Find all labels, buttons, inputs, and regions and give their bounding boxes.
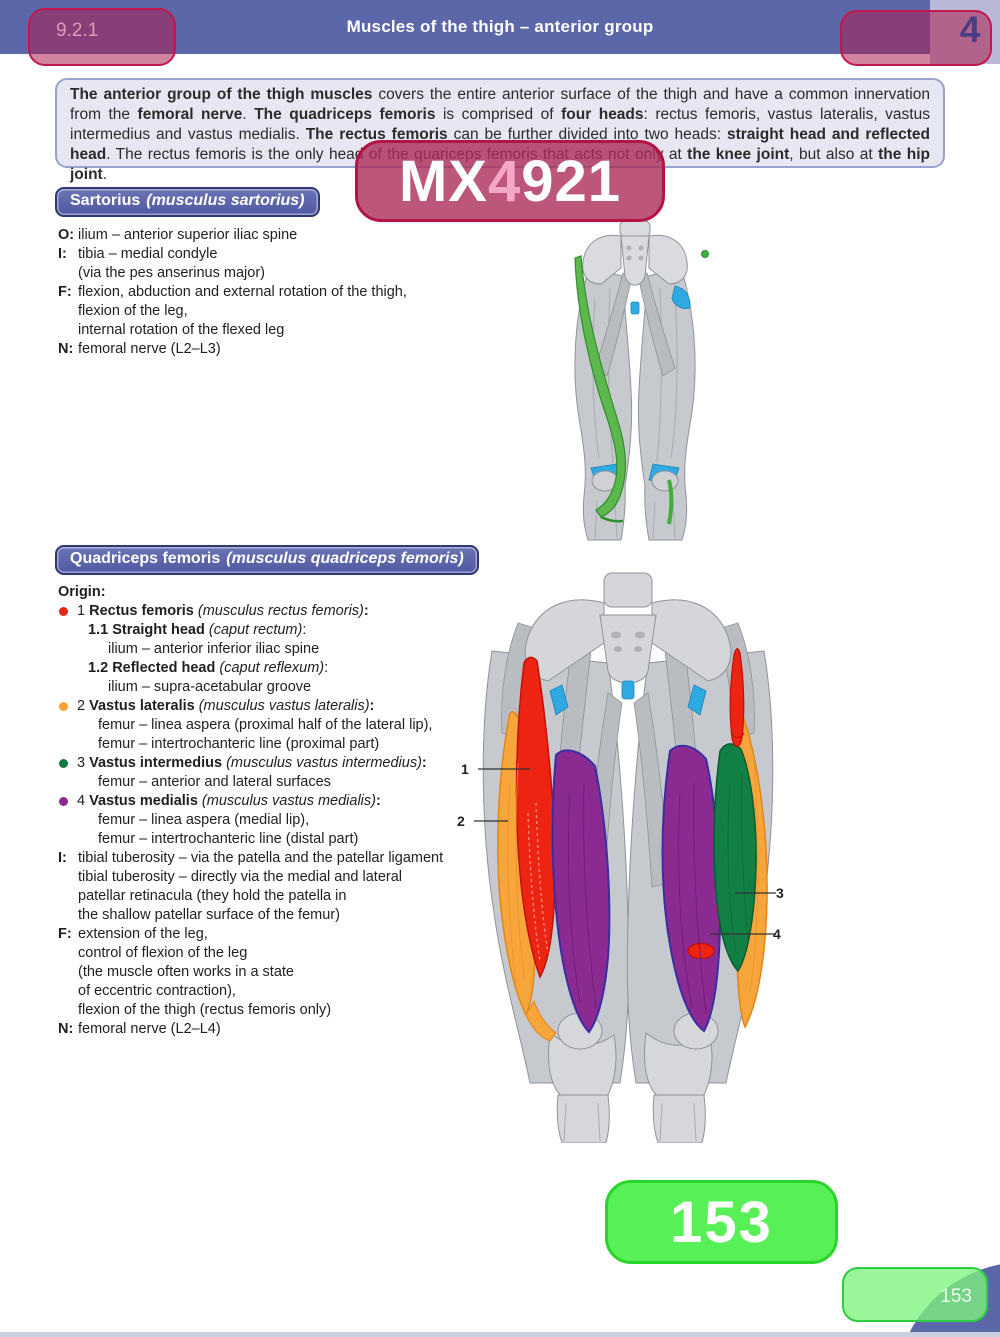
info-row: F:flexion, abduction and external rotati… — [58, 284, 407, 338]
sartorius-heading-name: Sartorius — [70, 192, 141, 209]
figure-sartorius — [574, 220, 709, 541]
quadriceps-rows: I:tibial tuberosity – via the patella an… — [58, 849, 528, 1039]
page-title: Muscles of the thigh – anterior group — [346, 17, 654, 36]
origin-line: femur – intertrochanteric line (proximal… — [98, 736, 380, 752]
quadriceps-heading-name: Quadriceps femoris — [70, 550, 221, 567]
origin-line: femur – linea aspera (medial lip), — [98, 812, 310, 828]
figure-label-1: 1 — [461, 761, 469, 777]
figure-label-3: 3 — [776, 885, 784, 901]
watermark-text-suffix: 921 — [521, 148, 622, 214]
info-row: I:tibia – medial condyle(via the pes ans… — [58, 246, 265, 281]
page-number: 153 — [670, 1189, 773, 1255]
origin-line: 1.2 Reflected head (caput reflexum): — [88, 660, 329, 676]
quadriceps-info: Origin: 1 Rectus femoris (musculus rectu… — [58, 583, 528, 1039]
corner-page-badge: 153 — [842, 1267, 988, 1322]
origin-line: 2 Vastus lateralis (musculus vastus late… — [58, 697, 528, 716]
info-row: N:femoral nerve (L2–L3) — [58, 341, 221, 357]
origin-line: 1 Rectus femoris (musculus rectus femori… — [58, 602, 528, 621]
origin-bullet — [59, 607, 68, 616]
header-right-badge — [840, 10, 992, 66]
origin-line: 1.1 Straight head (caput rectum): — [88, 622, 307, 638]
origin-line: ilium – anterior inferior iliac spine — [108, 641, 320, 657]
origin-line: 4 Vastus medialis (musculus vastus media… — [58, 792, 528, 811]
info-row: O:ilium – anterior superior iliac spine — [58, 227, 298, 243]
watermark-text-prefix: MX — [398, 148, 488, 214]
watermark-text-accent: 4 — [487, 148, 522, 214]
sartorius-heading-latin: (musculus sartorius) — [146, 192, 305, 209]
origin-line: femur – linea aspera (proximal half of t… — [98, 717, 433, 733]
info-row: I:tibial tuberosity – via the patella an… — [58, 850, 444, 923]
sartorius-heading: Sartorius (musculus sartorius) — [55, 187, 320, 217]
info-row: F:extension of the leg,control of flexio… — [58, 926, 332, 1018]
quadriceps-heading-latin: (musculus quadriceps femoris) — [226, 550, 464, 567]
info-row: N:femoral nerve (L2–L4) — [58, 1021, 221, 1037]
chapter-number: 4 — [959, 9, 981, 50]
origin-line: ilium – supra-acetabular groove — [108, 679, 312, 695]
origin-list: 1 Rectus femoris (musculus rectus femori… — [58, 602, 528, 849]
figure-label-2: 2 — [457, 813, 465, 829]
corner-page-number: 153 — [940, 1286, 972, 1307]
section-number: 9.2.1 — [56, 20, 99, 41]
origin-line: femur – intertrochanteric line (distal p… — [98, 831, 359, 847]
quadriceps-heading: Quadriceps femoris (musculus quadriceps … — [55, 545, 479, 575]
origin-bullet — [59, 759, 68, 768]
figure-label-4: 4 — [773, 926, 781, 942]
origin-line: femur – anterior and lateral surfaces — [98, 774, 331, 790]
section-number-badge — [28, 8, 176, 66]
figure-quadriceps — [474, 572, 776, 1143]
origin-line: 3 Vastus intermedius (musculus vastus in… — [58, 754, 528, 773]
bottom-edge — [0, 1332, 1000, 1337]
page-number-badge: 153 — [605, 1180, 838, 1264]
origin-bullet — [59, 702, 68, 711]
origin-heading: Origin: — [58, 584, 106, 600]
origin-bullet — [59, 797, 68, 806]
